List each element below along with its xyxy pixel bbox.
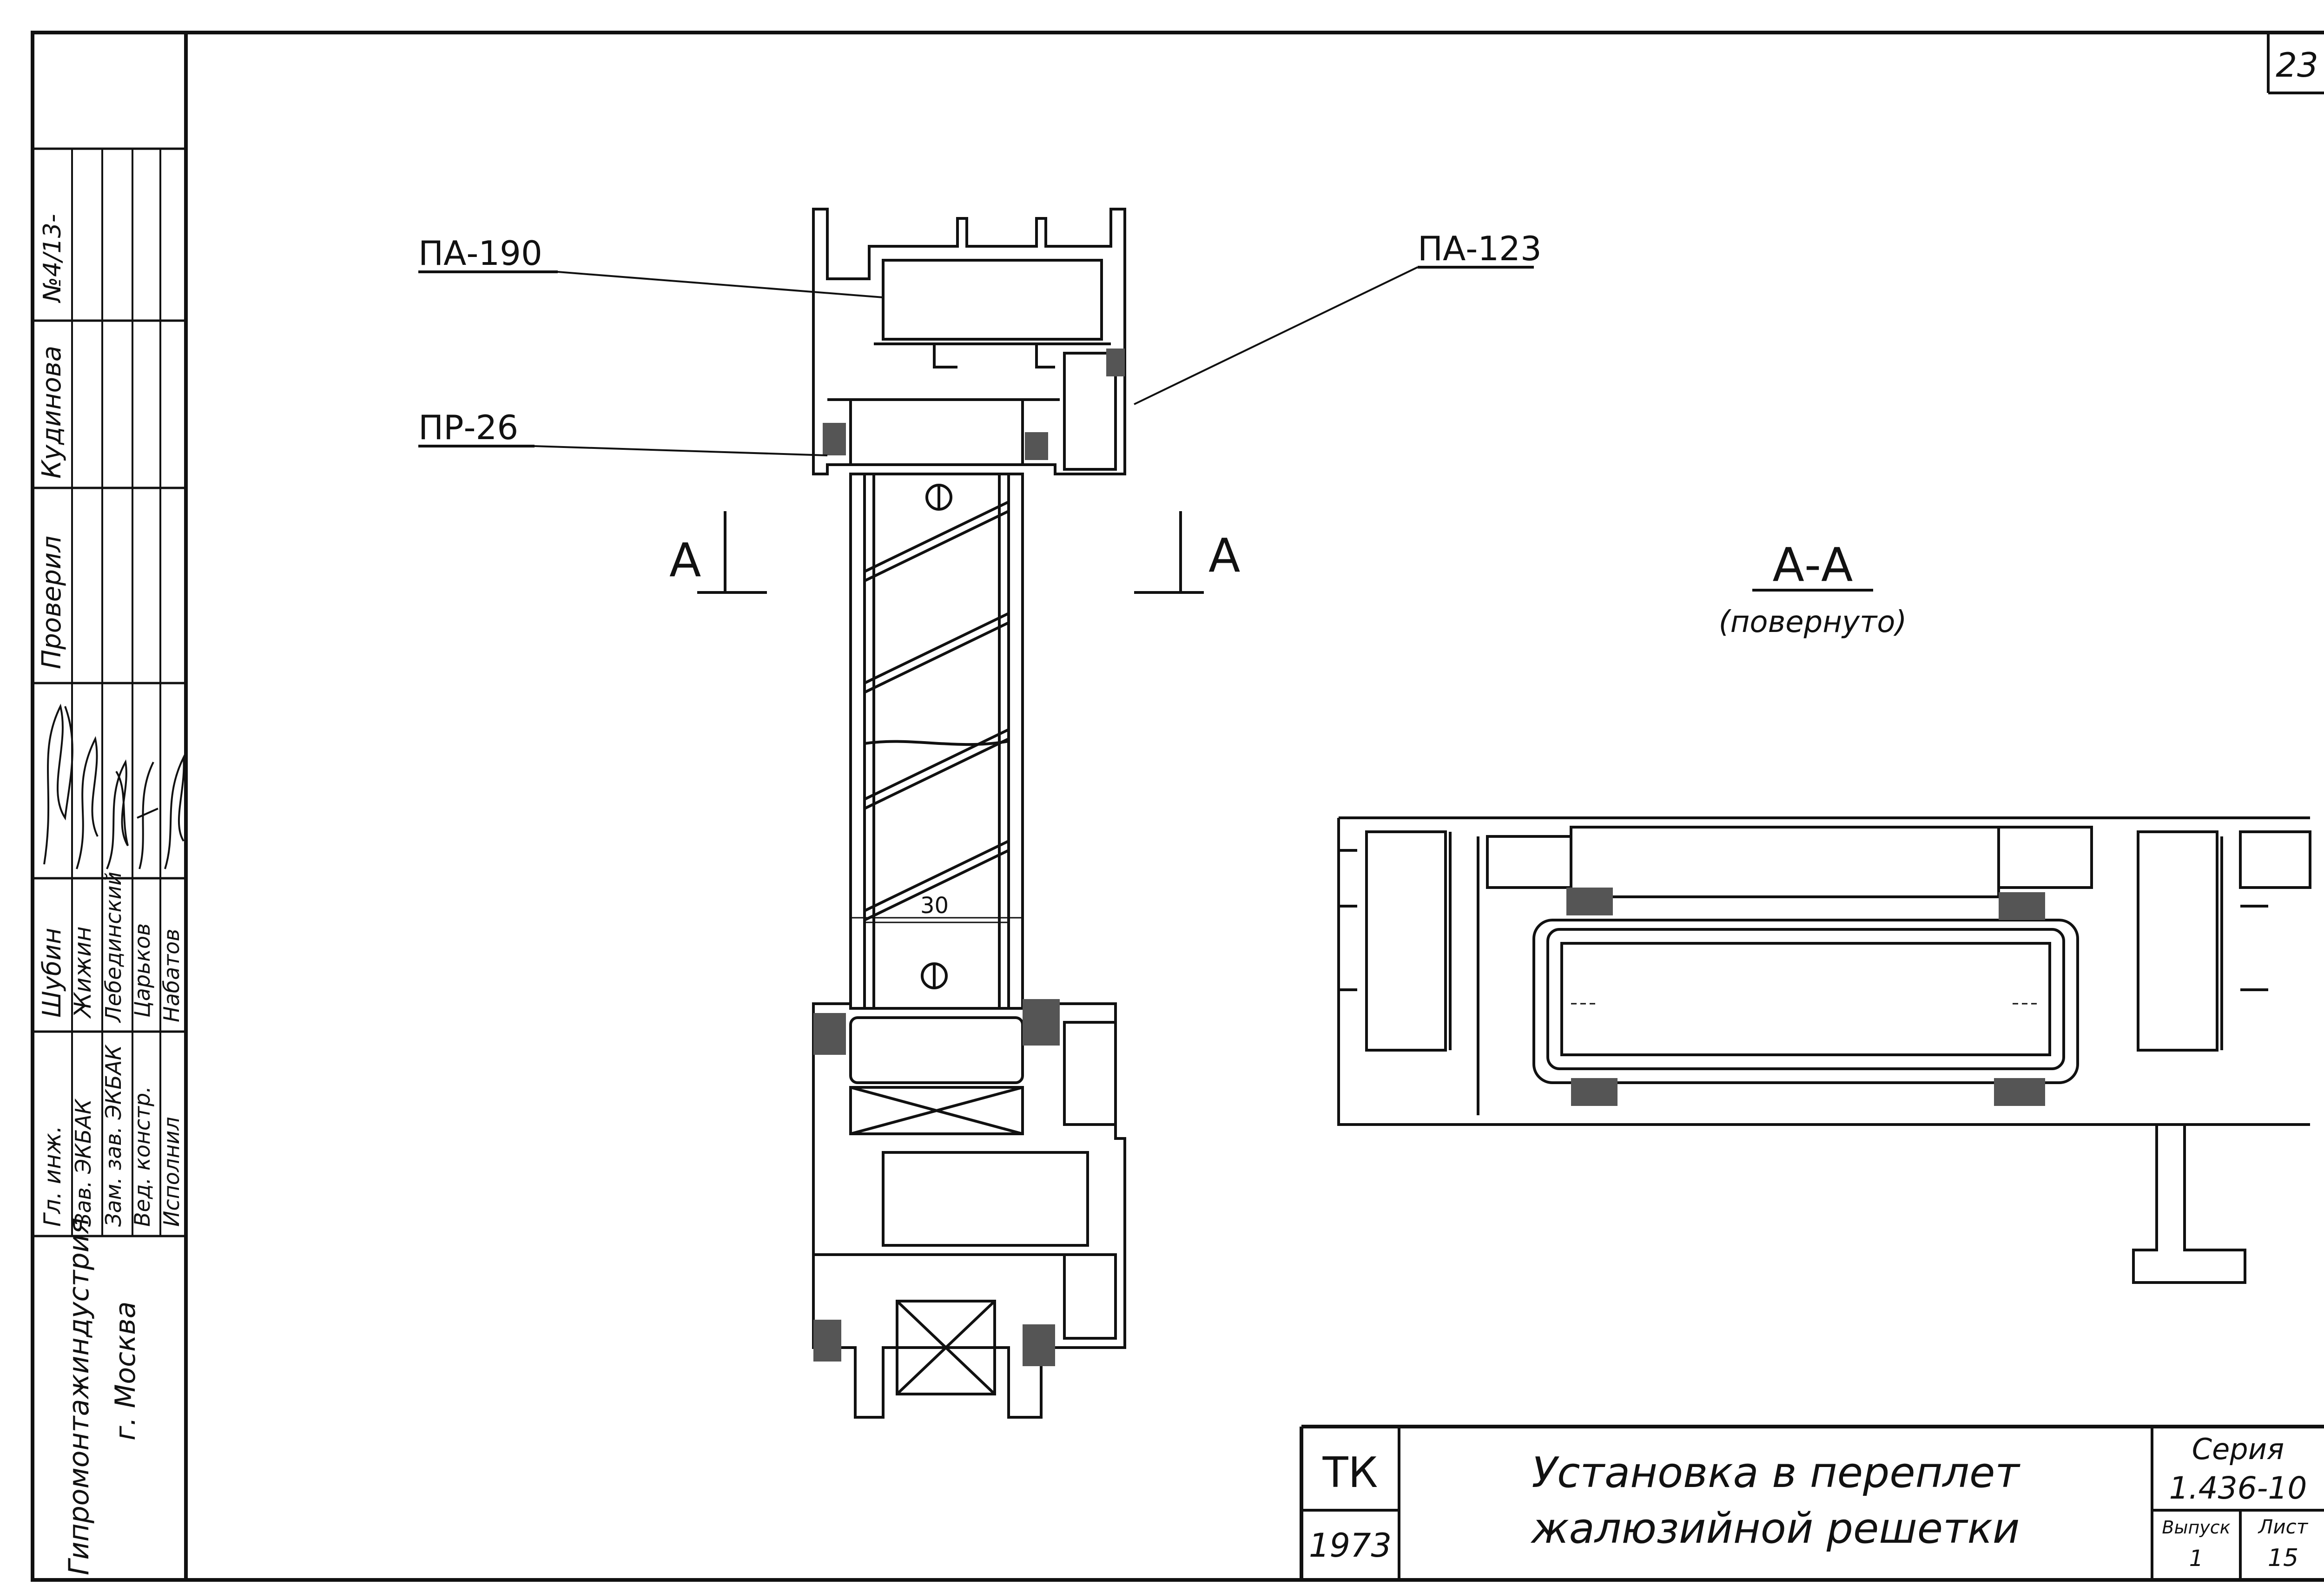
organization-name: Гипромонтажиндустрия	[63, 1217, 95, 1575]
series-value: 1.436-10	[2169, 1470, 2307, 1506]
sheet-value: 15	[2268, 1544, 2298, 1572]
side-name-0: Шубин	[37, 928, 66, 1018]
section-subtitle: (повернуто)	[1719, 605, 1907, 639]
horizontal-section-a-a	[1337, 816, 2311, 1284]
side-name-1: Жижин	[69, 926, 96, 1019]
year: 1973	[1309, 1526, 1392, 1565]
leader-pa190: ПА-190	[418, 234, 884, 298]
signatures	[43, 704, 185, 869]
section-title: А-А	[1773, 538, 1853, 592]
side-stamp-block: Гл. инж. Зав. ЭКБАК Зам. зав. ЭКБАК Вед.…	[33, 147, 186, 1575]
sheet-label: Лист	[2258, 1515, 2309, 1538]
side-name-2: Лебединский	[101, 872, 126, 1023]
archive-number: №4/13-	[39, 214, 66, 303]
checked-name: Кудинова	[37, 346, 67, 479]
gasket-top	[823, 349, 1125, 460]
side-role-3: Вед. констр.	[130, 1086, 155, 1227]
side-name-4: Набатов	[159, 929, 184, 1022]
org-code: ТК	[1322, 1448, 1378, 1497]
leader-pa123: ПА-123	[1134, 229, 1542, 405]
drawing-title-line2: жалюзийной решетки	[1531, 1504, 2020, 1553]
section-mark-left-letter: А	[669, 533, 701, 587]
section-mark-left: А	[669, 511, 767, 594]
label-pa190: ПА-190	[418, 234, 542, 273]
side-role-0: Гл. инж.	[39, 1125, 66, 1227]
sheet-number-box: 23	[2267, 33, 2324, 94]
sheet-number: 23	[2276, 46, 2318, 85]
side-name-3: Царьков	[130, 923, 155, 1018]
side-role-1: Зав. ЭКБАК	[71, 1098, 96, 1227]
section-mark-right-letter: А	[1208, 528, 1240, 583]
label-pr26: ПР-26	[418, 408, 518, 447]
dimension-30-label: 30	[920, 893, 949, 919]
label-pa123: ПА-123	[1418, 229, 1542, 268]
sheet-frame	[31, 31, 2324, 1582]
issue-value: 1	[2189, 1546, 2204, 1572]
issue-label: Выпуск	[2162, 1517, 2230, 1538]
leader-pr26: ПР-26	[418, 408, 828, 456]
organization-city: г. Москва	[109, 1301, 142, 1441]
section-a-a-title: А-А (повернуто)	[1719, 538, 1907, 639]
drawing-title-line1: Установка в переплет	[1532, 1448, 2020, 1497]
title-block: ТК 1973 Установка в переплет жалюзийной …	[1300, 1425, 2324, 1580]
section-mark-right: А	[1134, 511, 1240, 594]
side-role-4: Исполнил	[159, 1117, 184, 1227]
side-role-2: Зам. зав. ЭКБАК	[101, 1044, 126, 1227]
checked-label: Проверил	[37, 536, 67, 669]
vertical-profile-section	[812, 208, 1126, 1419]
dimension-30: 30	[851, 893, 1023, 919]
series-label: Серия	[2192, 1432, 2284, 1466]
